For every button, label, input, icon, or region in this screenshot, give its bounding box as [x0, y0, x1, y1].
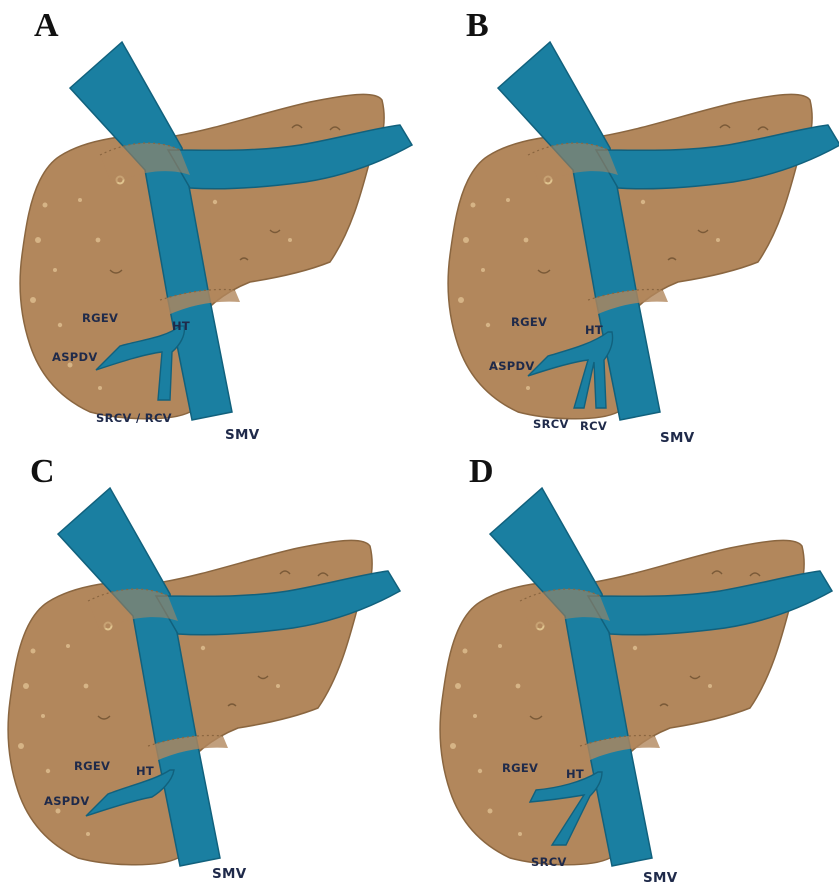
panel-a: A RGEV HT ASPDV SRCV / RCV SMV [20, 7, 412, 443]
srcv-label-d: SRCV [531, 855, 567, 869]
panel-c: C RGEV HT ASPDV SMV [8, 453, 400, 882]
panel-b: B RGEV HT ASPDV SRCV RCV SMV [448, 7, 839, 446]
panel-letter-a: A [34, 7, 59, 44]
pancreas-illustration-c [8, 488, 400, 866]
rgev-label-c: RGEV [74, 759, 110, 773]
smv-label-a: SMV [225, 427, 260, 443]
srcv-rcv-label-a: SRCV / RCV [96, 411, 172, 425]
rgev-label-b: RGEV [511, 315, 547, 329]
ht-label-a: HT [172, 319, 190, 333]
ht-label-b: HT [585, 323, 603, 337]
rgev-label-a: RGEV [82, 311, 118, 325]
smv-label-d: SMV [643, 870, 678, 886]
smv-label-b: SMV [660, 430, 695, 446]
panel-letter-b: B [466, 7, 489, 44]
aspdv-label-a: ASPDV [52, 350, 98, 364]
panel-d: D RGEV HT SRCV SMV [440, 453, 832, 886]
srcv-label-b: SRCV [533, 417, 569, 431]
smv-label-c: SMV [212, 866, 247, 882]
rcv-label-b: RCV [580, 419, 607, 433]
panel-letter-c: C [30, 453, 55, 490]
panel-letter-d: D [469, 453, 494, 490]
pancreas-illustration-d [440, 488, 832, 866]
aspdv-label-b: ASPDV [489, 359, 535, 373]
ht-label-c: HT [136, 764, 154, 778]
aspdv-label-c: ASPDV [44, 794, 90, 808]
ht-label-d: HT [566, 767, 584, 781]
rgev-label-d: RGEV [502, 761, 538, 775]
